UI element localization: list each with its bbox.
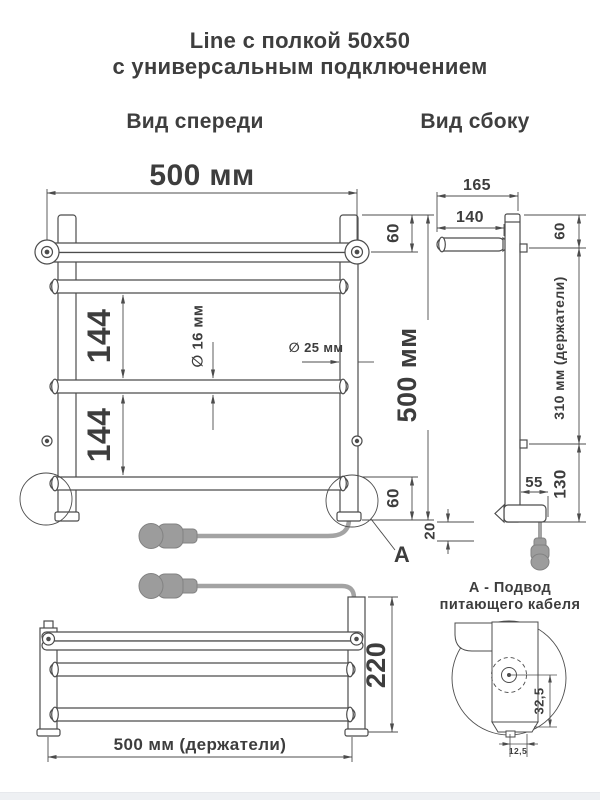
dim-front-top-offset: 60 bbox=[384, 223, 403, 243]
detail-callout-circles bbox=[19, 472, 379, 528]
power-cable-1 bbox=[190, 516, 352, 539]
side-post bbox=[504, 213, 528, 523]
detail-leader-line bbox=[370, 518, 396, 551]
dim-front-width: 500 мм bbox=[149, 159, 254, 192]
power-plug-2 bbox=[138, 573, 198, 599]
side-plug bbox=[530, 537, 550, 571]
shelf-tubes bbox=[49, 661, 356, 723]
detail-title-line2: питающего кабеля bbox=[440, 597, 581, 613]
front-view-label: Вид спереди bbox=[126, 110, 264, 133]
dim-side-bracket-span: 310 мм (держатели) bbox=[551, 276, 567, 419]
dim-tube-diameter: ∅ 16 мм bbox=[190, 305, 207, 368]
detail-title-line1: А - Подвод bbox=[469, 580, 551, 596]
shelf-wall-brackets bbox=[41, 632, 364, 646]
side-view-label: Вид сбоку bbox=[420, 110, 530, 133]
dim-side-depth-total: 165 bbox=[463, 177, 491, 194]
shelf-top-rails bbox=[41, 631, 364, 651]
dim-front-gap2: 144 bbox=[81, 408, 117, 463]
front-top-rails bbox=[37, 242, 367, 263]
side-view: 165 140 60 310 мм (держатели) 130 55 20 bbox=[422, 177, 586, 571]
dim-shelf-bracket-width: 500 мм (держатели) bbox=[114, 735, 287, 754]
page-title-line2: с универсальным подключением bbox=[112, 54, 488, 79]
detail-a: А - Подвод питающего кабеля 32,5 12,5 bbox=[440, 580, 581, 757]
dim-detail-horizontal: 12,5 bbox=[509, 746, 527, 756]
front-tubes bbox=[49, 278, 349, 492]
detail-marker-label: А bbox=[394, 542, 410, 567]
shelf-dimensions bbox=[47, 596, 398, 762]
shelf-view: 220 500 мм (держатели) bbox=[36, 596, 398, 762]
dim-side-cable-drop: 20 bbox=[422, 522, 439, 540]
dim-front-height: 500 мм bbox=[392, 328, 422, 423]
dim-post-diameter: ∅ 25 мм bbox=[289, 340, 344, 355]
dim-shelf-depth: 220 bbox=[361, 642, 391, 688]
side-dimensions bbox=[436, 192, 586, 554]
dim-side-top-offset: 60 bbox=[552, 222, 569, 240]
dim-detail-vertical: 32,5 bbox=[532, 688, 547, 715]
dim-side-elbow: 55 bbox=[525, 474, 543, 491]
page-footer-strip bbox=[0, 792, 600, 800]
side-shelf-tube bbox=[436, 236, 514, 253]
detail-dimensions bbox=[499, 674, 557, 757]
dim-side-bottom-span: 130 bbox=[551, 469, 570, 499]
dim-front-bottom-offset: 60 bbox=[384, 488, 403, 508]
front-view: 500 мм 60 144 144 ∅ 16 мм ∅ 25 мм 500 мм… bbox=[19, 159, 434, 609]
dim-front-gap1: 144 bbox=[81, 309, 117, 364]
shelf-posts bbox=[36, 596, 369, 737]
side-elbow bbox=[494, 503, 547, 524]
detail-post bbox=[454, 621, 539, 738]
power-cable-2 bbox=[190, 583, 357, 609]
page-title-line1: Line с полкой 50x50 bbox=[189, 28, 411, 53]
front-dimensions bbox=[46, 189, 434, 521]
dim-side-shelf-depth: 140 bbox=[456, 209, 484, 226]
power-plug-1 bbox=[138, 523, 198, 549]
page-title: Line с полкой 50x50 с универсальным подк… bbox=[0, 28, 600, 80]
